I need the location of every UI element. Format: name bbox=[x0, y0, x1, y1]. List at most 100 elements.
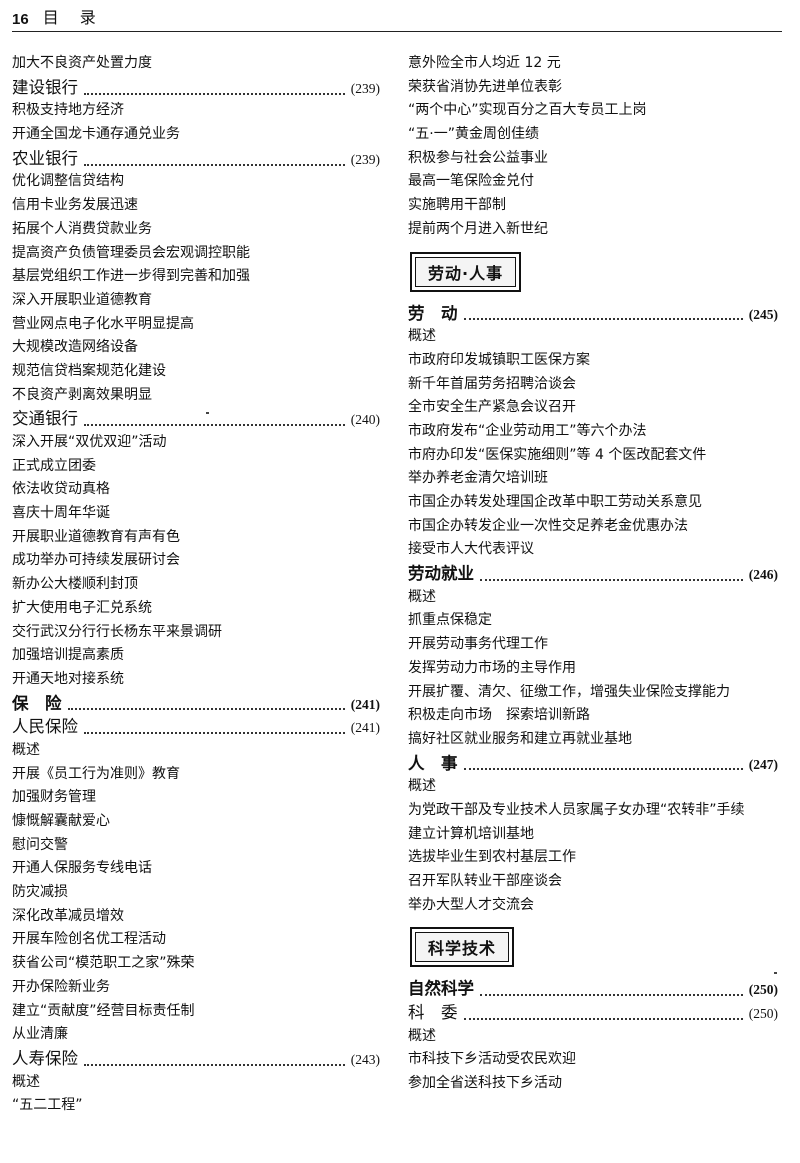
page-number: 16 bbox=[12, 11, 29, 28]
toc-entry: 深化改革减员增效 bbox=[12, 907, 124, 924]
toc-section-heading: 交通银行 (240) bbox=[12, 407, 380, 431]
section-page-number: (246) bbox=[748, 567, 778, 583]
toc-entry: 市政府发布“企业劳动用工”等六个办法 bbox=[408, 422, 647, 439]
category-title: 科学技术 bbox=[415, 932, 510, 963]
toc-entry: 召开军队转业干部座谈会 bbox=[408, 873, 562, 890]
toc-entry: 优化调整信贷结构 bbox=[12, 173, 124, 190]
toc-entry: 不良资产剥离效果明显 bbox=[12, 386, 152, 403]
section-page-number: (239) bbox=[350, 151, 380, 167]
toc-entry: 荣获省消协先进单位表彰 bbox=[408, 78, 562, 95]
toc-section-heading: 劳 动(245) bbox=[408, 302, 778, 326]
toc-entry: “五二工程” bbox=[12, 1097, 83, 1114]
toc-entry: 规范信贷档案规范化建设 bbox=[12, 362, 166, 379]
toc-entry: 成功举办可持续发展研讨会 bbox=[12, 552, 180, 569]
dot-leader bbox=[84, 1052, 345, 1066]
section-title: 建设银行 bbox=[12, 77, 78, 97]
section-title: 科 委 bbox=[408, 1003, 458, 1023]
toc-entry: 防灾减损 bbox=[12, 884, 68, 901]
dot-leader bbox=[463, 756, 743, 771]
toc-entry: 市国企办转发企业一次性交足养老金优惠办法 bbox=[408, 517, 688, 534]
toc-entry: 提高资产负债管理委员会宏观调控职能 bbox=[12, 244, 250, 261]
toc-entry: 发挥劳动力市场的主导作用 bbox=[408, 659, 576, 676]
toc-entry: 参加全省送科技下乡活动 bbox=[408, 1075, 562, 1092]
toc-entry: 深入开展职业道德教育 bbox=[12, 291, 152, 308]
stray-mark bbox=[206, 412, 209, 414]
toc-entry: 建立计算机培训基地 bbox=[408, 825, 534, 842]
toc-entry: 信用卡业务发展迅速 bbox=[12, 197, 138, 214]
section-page-number: (247) bbox=[748, 756, 778, 772]
toc-section-heading: 人 事 (247) bbox=[408, 752, 778, 776]
toc-entry: 积极支持地方经济 bbox=[12, 102, 124, 119]
toc-entry: 意外险全市人均近 12 元 bbox=[408, 55, 561, 71]
category-frame: 劳动·人事 bbox=[410, 251, 522, 292]
toc-entry: 开展车险创名优工程活动 bbox=[12, 931, 166, 948]
section-page-number: (250) bbox=[748, 982, 778, 998]
toc-entry: 开通人保服务专线电话 bbox=[12, 860, 152, 877]
toc-entry: 从业清廉 bbox=[12, 1026, 68, 1043]
category-title: 劳动·人事 bbox=[415, 256, 517, 287]
toc-entry: 开通天地对接系统 bbox=[12, 670, 124, 687]
dot-leader bbox=[84, 412, 345, 427]
section-title: 交通银行 bbox=[12, 409, 78, 429]
toc-entry: 慷慨解囊献爱心 bbox=[12, 813, 110, 829]
toc-entry: 概述 bbox=[12, 1073, 40, 1090]
toc-entry: 扩大使用电子汇兑系统 bbox=[12, 599, 152, 616]
toc-entry: 积极参与社会公益事业 bbox=[408, 149, 548, 166]
toc-entry: 获省公司“模范职工之家”殊荣 bbox=[12, 955, 195, 972]
toc-entry: 大规模改造网络设备 bbox=[12, 339, 138, 356]
toc-column-right: 意外险全市人均近 12 元荣获省消协先进单位表彰 “两个中心”实现百分之百大专员工… bbox=[408, 52, 778, 1096]
section-page-number: (240) bbox=[350, 412, 380, 428]
category-frame: 科学技术 bbox=[410, 927, 515, 968]
toc-entry: 市府办印发“医保实施细则”等 4 个医改配套文件 bbox=[408, 446, 707, 463]
section-page-number: (241) bbox=[350, 720, 380, 736]
toc-entry: 交行武汉分行行长杨东平来景调研 bbox=[12, 623, 222, 640]
toc-section-heading: 人寿保险(243) bbox=[12, 1047, 380, 1071]
toc-entry: 拓展个人消费贷款业务 bbox=[12, 220, 152, 237]
toc-entry: 市国企办转发处理国企改革中职工劳动关系意见 bbox=[408, 494, 702, 510]
toc-entry: 举办大型人才交流会 bbox=[408, 896, 534, 913]
section-title: 保 险 bbox=[12, 693, 62, 713]
toc-entry: 新办公大楼顺利封顶 bbox=[12, 576, 138, 593]
dot-leader bbox=[480, 567, 743, 581]
toc-section-heading: 人民保险 (241) bbox=[12, 715, 380, 739]
dot-leader bbox=[480, 982, 743, 997]
toc-entry: 提前两个月进入新世纪 bbox=[408, 220, 548, 237]
toc-entry: 最高一笔保险金兑付 bbox=[408, 173, 534, 190]
toc-entry: 新千年首届劳务招聘洽谈会 bbox=[408, 375, 576, 392]
toc-entry: 依法收贷动真格 bbox=[12, 481, 110, 498]
toc-entry: 开办保险新业务 bbox=[12, 978, 110, 995]
category-banner: 科学技术 bbox=[408, 917, 778, 977]
category-banner: 劳动·人事 bbox=[408, 242, 778, 302]
page-title: 目 录 bbox=[42, 8, 104, 27]
toc-entry: 市政府印发城镇职工医保方案 bbox=[408, 351, 590, 368]
toc-entry: 慰问交警 bbox=[12, 836, 68, 853]
toc-section-heading: 保 险(241) bbox=[12, 692, 380, 716]
section-title: 劳动就业 bbox=[408, 564, 474, 584]
toc-entry: 市科技下乡活动受农民欢迎 bbox=[408, 1051, 576, 1068]
toc-entry: 为党政干部及专业技术人员家属子女办理“农转非”手续 bbox=[408, 801, 745, 818]
toc-column-left: 加大不良资产处置力度建设银行(239)积极支持地方经济开通全国龙卡通存通兑业务农… bbox=[12, 52, 380, 1118]
section-page-number: (250) bbox=[748, 1006, 778, 1022]
toc-entry: “五·一”黄金周创佳绩 bbox=[408, 126, 539, 143]
section-title: 农业银行 bbox=[12, 148, 78, 168]
toc-entry: 抓重点保稳定 bbox=[408, 612, 492, 629]
toc-entry: 积极走向市场 探索培训新路 bbox=[408, 707, 590, 724]
toc-entry: 加强财务管理 bbox=[12, 789, 96, 806]
toc-entry: 建立“贡献度”经营目标责任制 bbox=[12, 1002, 195, 1019]
toc-entry: 开展扩覆、清欠、征缴工作，增强失业保险支撑能力 bbox=[408, 683, 730, 700]
toc-entry: 喜庆十周年华诞 bbox=[12, 505, 110, 522]
toc-entry: 开展劳动事务代理工作 bbox=[408, 636, 548, 653]
section-title: 人 事 bbox=[408, 753, 458, 773]
toc-entry: 开展职业道德教育有声有色 bbox=[12, 528, 180, 545]
section-title: 人民保险 bbox=[12, 717, 78, 737]
toc-entry: “两个中心”实现百分之百大专员工上岗 bbox=[408, 102, 647, 119]
page-header: 16 目 录 bbox=[12, 6, 782, 32]
section-title: 自然科学 bbox=[408, 979, 474, 999]
dot-leader bbox=[84, 81, 345, 95]
toc-entry: 正式成立团委 bbox=[12, 457, 96, 474]
toc-entry: 举办养老金清欠培训班 bbox=[408, 470, 548, 487]
toc-entry: 深入开展“双优双迎”活动 bbox=[12, 434, 167, 450]
section-page-number: (239) bbox=[350, 80, 380, 96]
toc-entry: 概述 bbox=[408, 1027, 436, 1044]
toc-entry: 加大不良资产处置力度 bbox=[12, 55, 152, 71]
